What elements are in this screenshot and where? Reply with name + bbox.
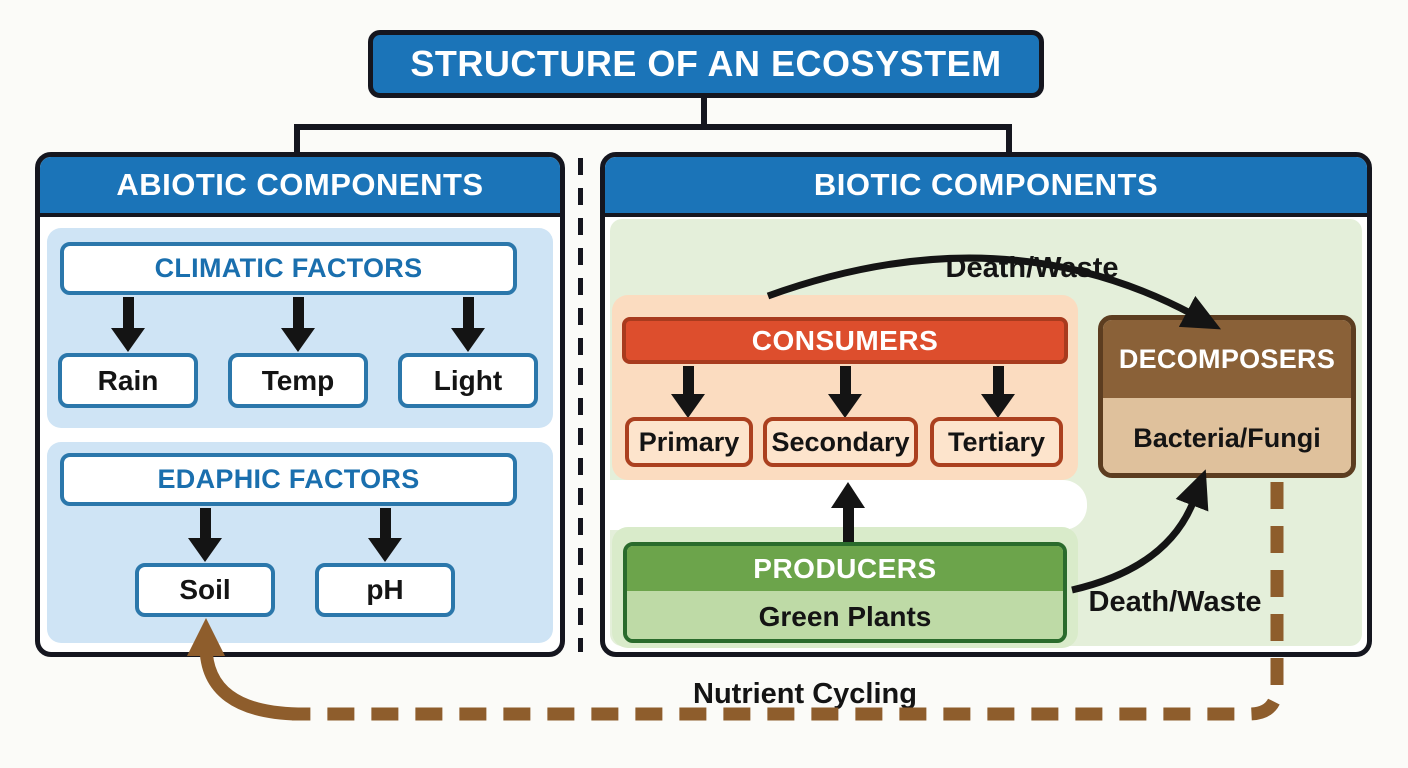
decomposers-title: DECOMPOSERS xyxy=(1103,320,1351,398)
producers-subtitle: Green Plants xyxy=(627,591,1063,639)
arrow-to-soil xyxy=(187,508,223,562)
abiotic-panel-header: ABIOTIC COMPONENTS xyxy=(40,157,560,217)
consumers-header-box: CONSUMERS xyxy=(622,317,1068,364)
factor-box-ph: pH xyxy=(315,563,455,617)
producers-title: PRODUCERS xyxy=(627,546,1063,591)
decomposers-box: DECOMPOSERS Bacteria/Fungi xyxy=(1098,315,1356,478)
decomposers-subtitle: Bacteria/Fungi xyxy=(1103,398,1351,473)
arrow-to-light xyxy=(450,297,486,352)
biotic-panel: BIOTIC COMPONENTS CONSUMERS Primary Seco… xyxy=(600,152,1372,657)
factor-box-rain: Rain xyxy=(58,353,198,408)
consumer-box-secondary: Secondary xyxy=(763,417,918,467)
edaphic-group: EDAPHIC FACTORS Soil pH xyxy=(47,442,553,643)
diagram-title: STRUCTURE OF AN ECOSYSTEM xyxy=(368,30,1044,98)
factor-box-soil: Soil xyxy=(135,563,275,617)
producers-box: PRODUCERS Green Plants xyxy=(623,542,1067,643)
arrow-to-ph xyxy=(367,508,403,562)
arrow-to-tertiary xyxy=(980,366,1016,418)
arrow-to-secondary xyxy=(827,366,863,418)
connector-horizontal xyxy=(294,124,1012,130)
arrow-to-temp xyxy=(280,297,316,352)
climatic-factors-box: CLIMATIC FACTORS xyxy=(60,242,517,295)
panel-divider-dashed-line xyxy=(578,158,583,652)
factor-box-light: Light xyxy=(398,353,538,408)
consumer-box-tertiary: Tertiary xyxy=(930,417,1063,467)
consumers-group: CONSUMERS Primary Secondary Tertiary xyxy=(612,295,1078,480)
connector-left-drop xyxy=(294,124,300,152)
nutrient-cycling-label: Nutrient Cycling xyxy=(693,678,917,710)
edaphic-factors-box: EDAPHIC FACTORS xyxy=(60,453,517,506)
arrow-producers-to-consumers xyxy=(830,482,866,542)
factor-box-temp: Temp xyxy=(228,353,368,408)
death-waste-label-producers: Death/Waste xyxy=(1088,586,1262,618)
abiotic-panel: ABIOTIC COMPONENTS CLIMATIC FACTORS Rain… xyxy=(35,152,565,657)
biotic-panel-header: BIOTIC COMPONENTS xyxy=(605,157,1367,217)
producers-group: PRODUCERS Green Plants xyxy=(612,527,1078,648)
connector-title-stem xyxy=(701,98,707,128)
climatic-group: CLIMATIC FACTORS Rain Temp Light xyxy=(47,228,553,428)
arrow-to-primary xyxy=(670,366,706,418)
arrow-to-rain xyxy=(110,297,146,352)
connector-right-drop xyxy=(1006,124,1012,152)
death-waste-label-consumers: Death/Waste xyxy=(945,252,1119,284)
consumer-box-primary: Primary xyxy=(625,417,753,467)
